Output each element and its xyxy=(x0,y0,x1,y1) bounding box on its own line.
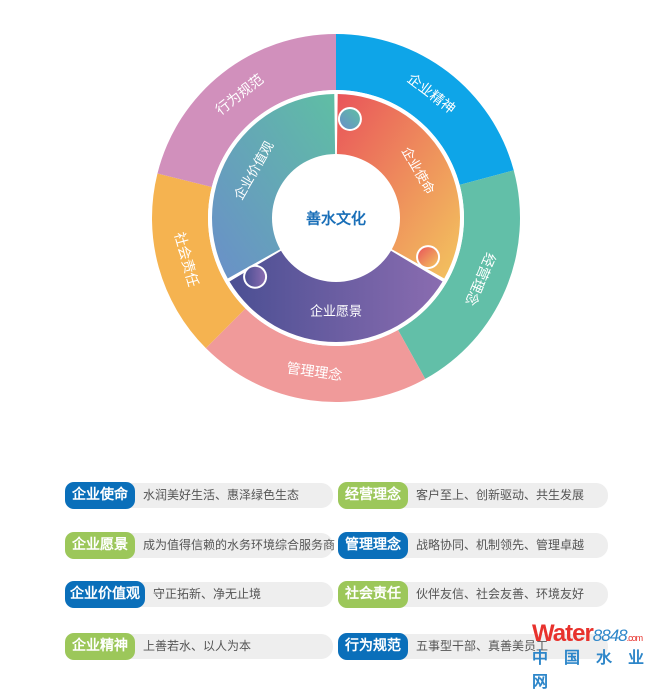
outer-segment xyxy=(398,170,520,379)
center-circle xyxy=(273,155,399,281)
culture-list-item: 管理理念 战略协同、机制领先、管理卓越 xyxy=(338,532,608,559)
item-description: 战略协同、机制领先、管理卓越 xyxy=(416,538,585,552)
outer-segment xyxy=(336,34,514,185)
inner-puzzle-piece xyxy=(229,250,443,342)
culture-list-item: 经营理念 客户至上、创新驱动、共生发展 xyxy=(338,482,608,509)
item-description: 客户至上、创新驱动、共生发展 xyxy=(416,488,585,502)
inner-puzzle-piece xyxy=(212,94,336,279)
item-title-badge: 经营理念 xyxy=(338,482,408,509)
item-title-badge: 企业价值观 xyxy=(65,581,145,608)
inner-puzzle-piece xyxy=(336,94,460,279)
culture-list-item: 社会责任 伙伴友信、社会友善、环境友好 xyxy=(338,581,608,608)
item-description: 守正拓新、净无止境 xyxy=(153,587,262,601)
item-description: 成为值得信赖的水务环境综合服务商 xyxy=(143,538,336,552)
item-title-badge: 企业精神 xyxy=(65,633,135,660)
culture-list-item: 企业使命 水润美好生活、惠泽绿色生态 xyxy=(65,482,333,509)
item-description: 上善若水、以人为本 xyxy=(143,639,252,653)
puzzle-knob xyxy=(245,266,266,287)
watermark-suffix: .com xyxy=(626,633,643,643)
item-title-badge: 企业使命 xyxy=(65,482,135,509)
item-title-badge: 管理理念 xyxy=(338,532,408,559)
item-title-badge: 企业愿景 xyxy=(65,532,135,559)
outer-segment xyxy=(152,173,246,349)
watermark-name: 中国水业网 xyxy=(532,648,661,691)
item-description: 水润美好生活、惠泽绿色生态 xyxy=(143,488,300,502)
outer-segment xyxy=(157,34,336,188)
culture-list-item: 企业精神 上善若水、以人为本 xyxy=(65,633,333,660)
culture-list-item: 企业愿景 成为值得信赖的水务环境综合服务商 xyxy=(65,532,336,559)
watermark-brand: Water xyxy=(532,620,594,647)
outer-segment xyxy=(205,308,426,402)
puzzle-knob xyxy=(339,108,360,129)
watermark-number: 8848 xyxy=(592,626,628,645)
center-label: 善水文化 xyxy=(306,210,366,228)
item-description: 伙伴友信、社会友善、环境友好 xyxy=(416,587,585,601)
watermark-logo: Water8848.com 中国水业网 xyxy=(532,620,664,692)
item-title-badge: 行为规范 xyxy=(338,633,408,660)
puzzle-knob xyxy=(418,247,439,268)
item-description: 五事型干部、真善美员工 xyxy=(416,639,549,653)
culture-list-item: 企业价值观 守正拓新、净无止境 xyxy=(65,581,333,608)
item-title-badge: 社会责任 xyxy=(338,581,408,608)
inner-piece-label: 企业愿景 xyxy=(310,304,362,320)
culture-list-item: 行为规范 五事型干部、真善美员工 xyxy=(338,633,608,660)
